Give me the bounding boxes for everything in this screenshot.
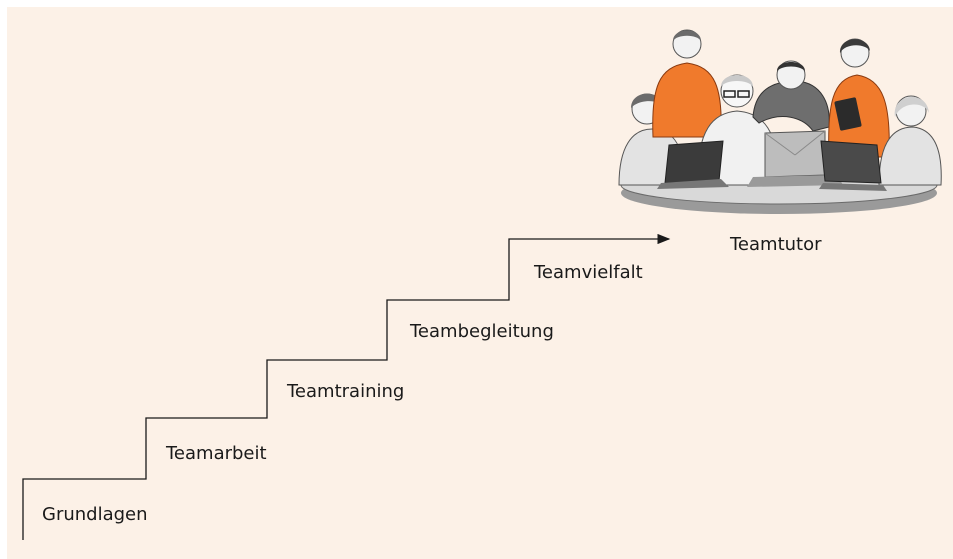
step-label-teambegleitung: Teambegleitung (410, 321, 554, 342)
person-right-seated (878, 95, 942, 186)
person-standing-dark (752, 60, 830, 132)
team-illustration (618, 29, 942, 214)
diagram-canvas: Grundlagen Teamarbeit Teamtraining Teamb… (7, 7, 953, 559)
person-standing-orange (652, 29, 722, 138)
staircase-diagram (22, 233, 671, 540)
step-label-teamvielfalt: Teamvielfalt (534, 262, 643, 283)
step-label-teamarbeit: Teamarbeit (166, 443, 267, 464)
step-label-teamtraining: Teamtraining (287, 381, 405, 402)
step-label-grundlagen: Grundlagen (42, 504, 148, 525)
staircase-line (22, 233, 671, 540)
laptop-right (819, 140, 887, 191)
laptop-left (657, 140, 729, 189)
goal-label-teamtutor: Teamtutor (730, 234, 822, 255)
person-standing-tablet (828, 38, 890, 158)
laptop-center (747, 130, 843, 187)
